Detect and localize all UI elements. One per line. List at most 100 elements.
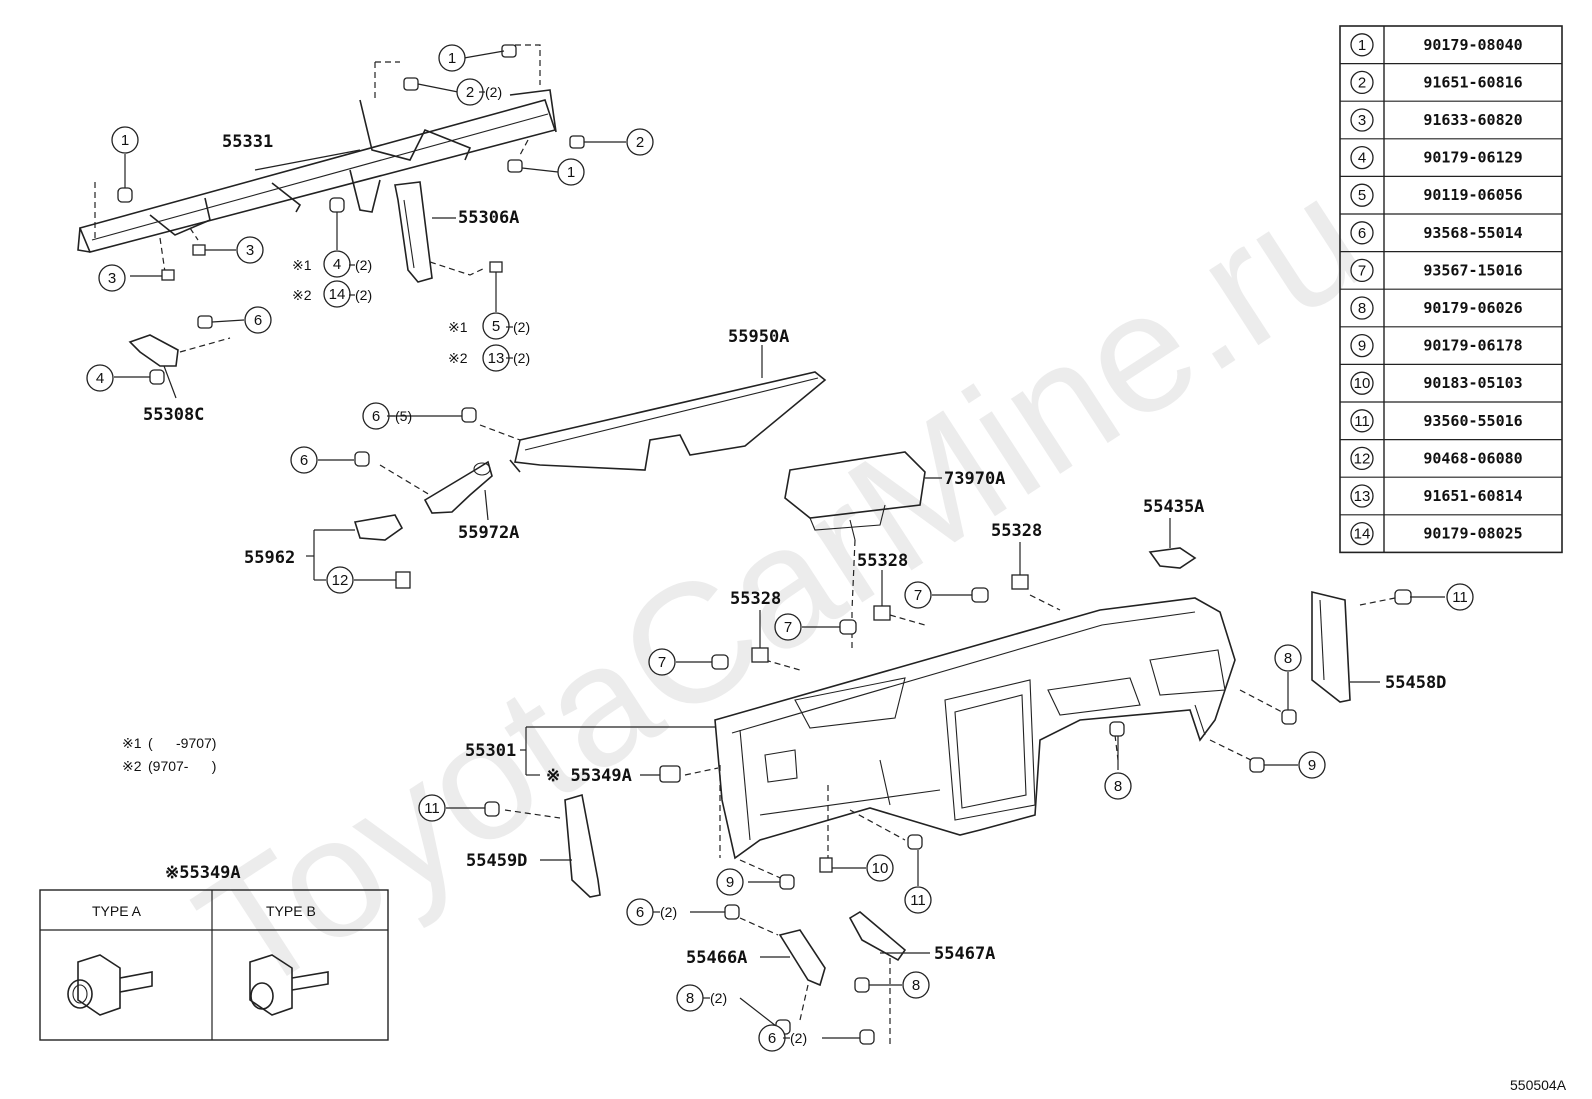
- callout-number: 3: [246, 242, 254, 259]
- table-ref-circle: [1350, 258, 1374, 283]
- label-55466A: 55466A: [686, 948, 747, 968]
- table-ref: 8: [1358, 300, 1366, 317]
- table-ref: 4: [1358, 150, 1366, 167]
- mark-2-a: ※2: [292, 287, 312, 303]
- callout-number: 14: [329, 286, 346, 303]
- callout-number: 6: [768, 1030, 776, 1047]
- table-part-number: 91651-60816: [1423, 73, 1522, 91]
- table-ref: 3: [1358, 112, 1366, 129]
- callout-circle: [98, 264, 126, 292]
- table-ref: 2: [1358, 74, 1366, 91]
- callout-circle: [557, 158, 585, 186]
- callout-number: 1: [121, 132, 129, 149]
- table-part-number: 93560-55016: [1423, 412, 1522, 430]
- mark-1-a: ※1: [292, 257, 312, 273]
- mark-1-b: ※1: [448, 319, 468, 335]
- callout-number: 11: [910, 892, 926, 909]
- qty-5: (2): [513, 319, 530, 335]
- table-part-number: 91633-60820: [1423, 111, 1522, 129]
- qty-13: (2): [513, 350, 530, 366]
- table-ref-circle: [1350, 108, 1374, 132]
- qty-6-a: (5): [395, 408, 412, 424]
- label-55308C: 55308C: [143, 405, 204, 425]
- table-ref: 13: [1354, 488, 1371, 505]
- label-55972A: 55972A: [458, 523, 519, 543]
- reinforcement-beam-55331: [77, 44, 557, 283]
- qty-2-a: (2): [485, 84, 502, 100]
- table-part-number: 90179-08040: [1423, 36, 1522, 54]
- table-ref: 12: [1354, 450, 1371, 467]
- table-part-number: 90179-06178: [1423, 337, 1522, 355]
- brackets-55466A-55467A: [739, 911, 907, 1048]
- label-55306A: 55306A: [458, 208, 519, 228]
- table-ref-circle: [1350, 70, 1374, 95]
- table-ref-circle: [1350, 183, 1374, 207]
- table-ref-circle: [1350, 33, 1374, 57]
- callout-circle: [290, 446, 318, 474]
- table-ref-circle: [1350, 446, 1374, 471]
- callout-circle: [904, 581, 932, 609]
- table-part-number: 90183-05103: [1423, 374, 1522, 392]
- qty-8: (2): [710, 990, 727, 1006]
- inset-type-b: TYPE B: [266, 903, 316, 919]
- note-1-mark: ※1: [122, 735, 142, 751]
- callout-circle: [1298, 751, 1326, 779]
- callout-circle: [323, 250, 351, 278]
- label-55328-c: 55328: [991, 521, 1042, 541]
- panel-55459D: [504, 793, 601, 898]
- table-ref-circle: [1350, 221, 1374, 245]
- clip-55349A: [659, 765, 719, 783]
- table-part-number: 90179-06129: [1423, 149, 1522, 167]
- figure-code: 550504A: [1510, 1077, 1567, 1093]
- panel-55458D: [1311, 590, 1396, 703]
- label-55328-a: 55328: [730, 589, 781, 609]
- callout-number: 7: [784, 619, 792, 636]
- callout-number: 8: [912, 977, 920, 994]
- callout-number: 6: [636, 904, 644, 921]
- callout-number: 11: [424, 800, 440, 817]
- qty-14: (2): [355, 287, 372, 303]
- callout-number: 12: [332, 572, 349, 589]
- callout-circle: [716, 868, 744, 896]
- quantities: (2) (2) (2) (2) (2) (5) (2) (2) (2) ※1 ※…: [292, 84, 807, 1046]
- table-part-number: 90468-06080: [1423, 449, 1522, 467]
- qty-6-c: (2): [790, 1030, 807, 1046]
- callout-number: 3: [108, 270, 116, 287]
- label-55467A: 55467A: [934, 944, 995, 964]
- callout-circle: [866, 854, 894, 882]
- table-ref-circle: [1350, 484, 1374, 508]
- dashboard-55301: [714, 594, 1283, 881]
- callout-number: 7: [914, 587, 922, 604]
- table-ref: 5: [1358, 187, 1366, 204]
- callout-number: 8: [1114, 778, 1122, 795]
- table-ref: 11: [1354, 413, 1370, 430]
- label-55458D: 55458D: [1385, 673, 1446, 693]
- qty-6-b: (2): [660, 904, 677, 920]
- table-part-number: 93568-55014: [1423, 224, 1522, 242]
- table-ref: 10: [1354, 375, 1371, 392]
- callout-circle: [323, 280, 351, 308]
- part-55962: [353, 514, 411, 589]
- airbag-73970A: [784, 451, 926, 611]
- table-part-number: 90119-06056: [1423, 186, 1522, 204]
- callout-circle: [904, 886, 932, 914]
- callout-number: 2: [636, 134, 644, 151]
- callout-number: 1: [567, 164, 575, 181]
- inset-55349A: ※55349A TYPE A TYPE B: [39, 863, 389, 1041]
- fasteners-dash: [354, 407, 1412, 1045]
- callout-number: 2: [466, 84, 474, 101]
- callout-number: 8: [1284, 650, 1292, 667]
- table-ref-circle: [1350, 409, 1374, 433]
- note-1-text: ( -9707): [148, 735, 216, 751]
- callout-number: 4: [96, 370, 104, 387]
- label-55435A: 55435A: [1143, 497, 1204, 517]
- table-ref-circle: [1350, 371, 1374, 395]
- note-2-text: (9707- ): [148, 758, 216, 774]
- clips-55328: [751, 574, 1029, 663]
- callout-circle: [236, 236, 264, 264]
- label-55331: 55331: [222, 132, 273, 152]
- callout-number: 7: [658, 654, 666, 671]
- qty-4: (2): [355, 257, 372, 273]
- table-part-number: 90179-06026: [1423, 299, 1522, 317]
